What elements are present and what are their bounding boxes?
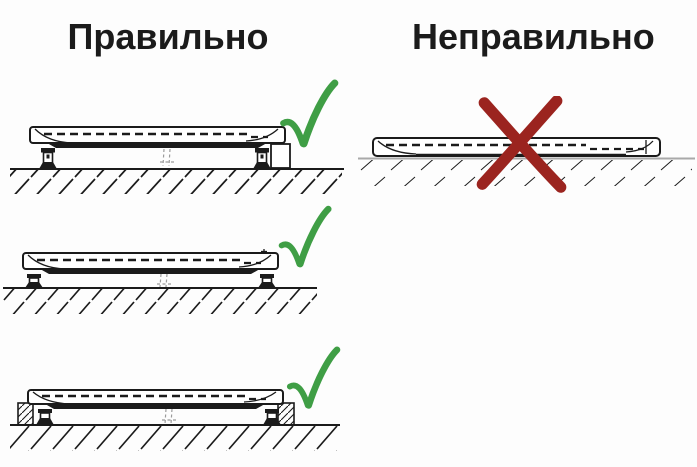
heading-incorrect: Неправильно bbox=[412, 16, 655, 57]
masonry-support-right bbox=[277, 402, 295, 426]
shower-tray bbox=[29, 126, 286, 148]
green-checkmark-icon bbox=[277, 79, 339, 156]
drain-trap-hidden-lines bbox=[162, 408, 176, 425]
diagram-correct-3 bbox=[8, 350, 353, 467]
ground bbox=[358, 157, 695, 186]
left-leg bbox=[25, 274, 43, 288]
drain-trap-hidden-lines bbox=[160, 148, 174, 167]
ground bbox=[3, 287, 317, 314]
left-leg bbox=[36, 409, 54, 425]
green-checkmark-icon bbox=[284, 346, 341, 417]
heading-correct: Правильно bbox=[67, 16, 269, 57]
diagram-correct-2 bbox=[3, 226, 348, 336]
ground bbox=[10, 424, 340, 451]
drain-trap-hidden-lines bbox=[157, 273, 171, 288]
shower-tray bbox=[27, 389, 284, 409]
diagram-correct-1 bbox=[8, 106, 348, 211]
red-cross-icon bbox=[469, 95, 574, 199]
shower-tray bbox=[22, 249, 279, 274]
right-leg bbox=[253, 148, 271, 169]
masonry-support-left bbox=[17, 402, 34, 426]
left-leg bbox=[39, 148, 57, 169]
green-checkmark-icon bbox=[276, 205, 332, 276]
right-leg bbox=[263, 409, 281, 425]
ground bbox=[10, 168, 344, 194]
diagram-incorrect-1 bbox=[358, 118, 697, 203]
right-leg bbox=[258, 274, 276, 288]
